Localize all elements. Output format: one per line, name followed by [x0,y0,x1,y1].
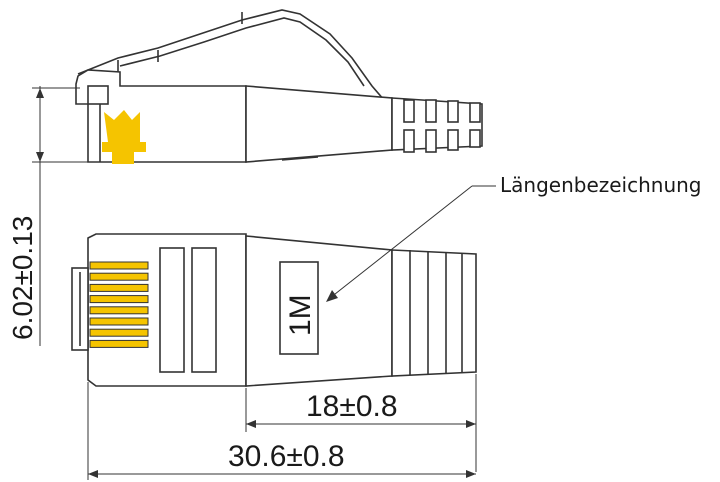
contact-array [89,261,149,348]
boot-seam [281,156,319,161]
length-marking-box [279,261,319,355]
contact-pin-6 [89,317,149,326]
boot-length-dimension: 18±0.8 [245,374,477,472]
front-view: 1M [71,233,477,387]
strain-relief-slots [403,99,481,153]
side-view [75,9,483,164]
length-marking-callout: Längenbezeichnung [326,173,702,302]
contact-pin-8 [89,339,149,348]
plug-window-left [159,247,185,373]
strain-relief-front [391,249,477,377]
contact-pin-1 [89,261,149,270]
plug-body-side [75,69,247,163]
boot-side [245,85,393,163]
contact-pin-4 [89,295,149,304]
dim-total-length: 30.6±0.8 [228,440,345,473]
contact-pin-7 [89,328,149,337]
latch-lever-inner [119,17,365,87]
length-marking-label: Längenbezeichnung [500,173,702,197]
plug-tab [87,85,109,105]
contact-gold-side [102,110,146,164]
dim-height: 6.02±0.13 [7,216,38,340]
strain-relief-lines [409,250,463,375]
contact-pin-3 [89,283,149,292]
plug-window-right [191,247,217,373]
dim-boot-length: 18±0.8 [306,390,398,423]
contact-pin-2 [89,272,149,281]
boot-marking-text: 1M [284,294,317,336]
contact-pin-5 [89,306,149,315]
height-dimension: 6.02±0.13 [7,86,90,346]
total-length-dimension: 30.6±0.8 [87,382,476,480]
boot-front [245,235,393,387]
latch-lever [77,9,385,101]
